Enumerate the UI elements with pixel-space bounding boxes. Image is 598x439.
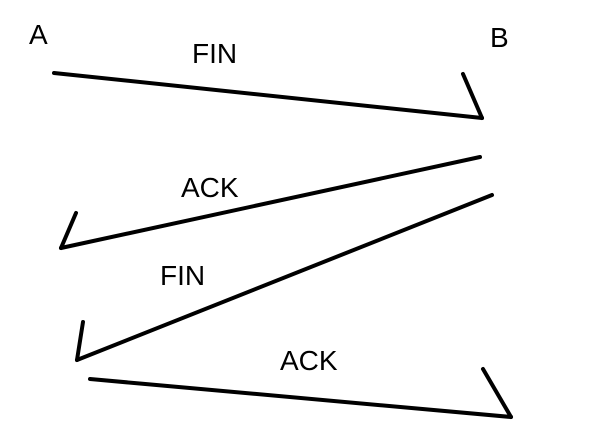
message-3-label: FIN (160, 260, 205, 291)
message-2-ack: ACK (59, 155, 482, 250)
message-3-arrowhead (75, 320, 85, 362)
endpoint-b-label: B (490, 22, 509, 53)
message-4-arrowhead (481, 367, 513, 419)
message-1-arrowhead (461, 72, 484, 120)
message-2-label: ACK (181, 172, 239, 203)
message-3-fin: FIN (75, 193, 494, 362)
message-1-label: FIN (192, 38, 237, 69)
message-1-arrow-line (52, 71, 484, 120)
message-2-arrowhead (59, 211, 78, 250)
message-3-arrow-line (75, 193, 494, 362)
message-4-ack: ACK (88, 345, 513, 419)
message-1-fin: FIN (52, 38, 484, 120)
message-2-arrow-line (59, 155, 482, 250)
endpoint-a-label: A (29, 19, 48, 50)
message-4-label: ACK (280, 345, 338, 376)
message-4-arrow-line (88, 377, 513, 419)
